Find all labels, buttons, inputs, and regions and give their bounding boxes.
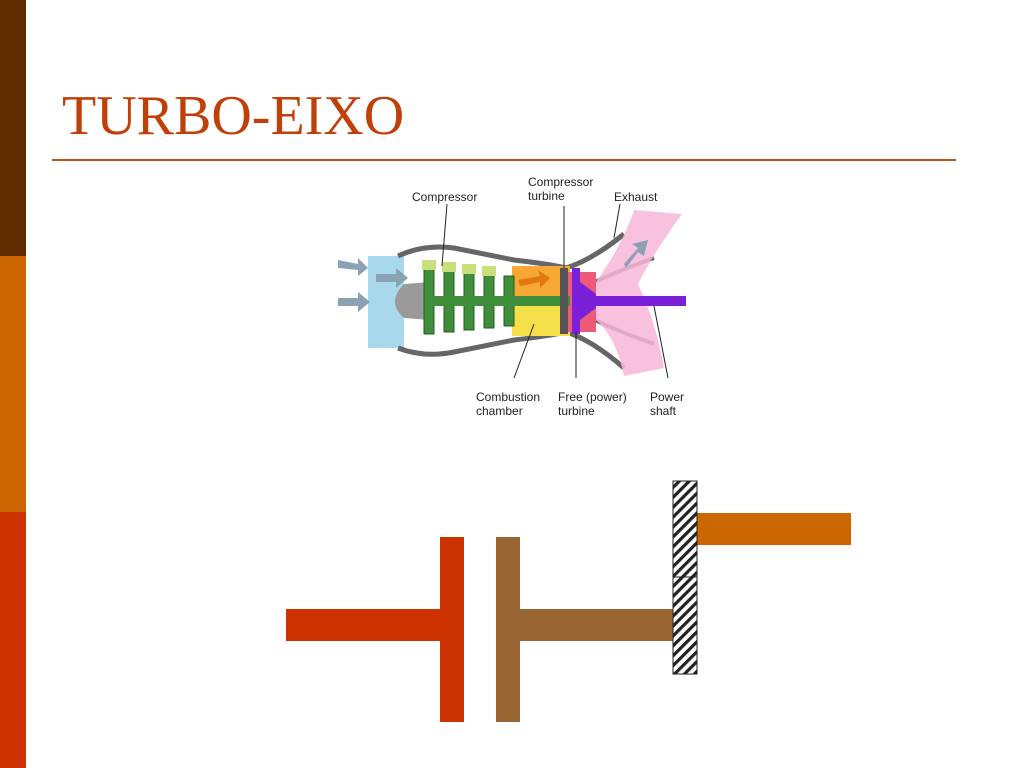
- hatched-bearing-upper: [672, 480, 698, 578]
- label-leader-lines: [441, 203, 669, 379]
- slide-title: TURBO-EIXO: [62, 85, 405, 147]
- engine-casing-top: [396, 232, 626, 271]
- compressor-blade-tips: [422, 260, 496, 276]
- label-free-turbine-2: turbine: [558, 404, 595, 418]
- turboshaft-engine-diagram: Compressor Compressor turbine Exhaust Co…: [334, 172, 698, 432]
- label-exhaust: Exhaust: [614, 190, 658, 204]
- sidebar-segment-top: [0, 0, 26, 256]
- power-shaft: [580, 296, 686, 306]
- turbine-disc-bar: [496, 537, 520, 722]
- label-combustion-2: chamber: [476, 404, 523, 418]
- airflow-arrows: [338, 240, 648, 312]
- compressor-shaft: [430, 296, 570, 306]
- label-combustion-1: Combustion: [476, 390, 540, 404]
- free-turbine-disc: [572, 268, 580, 334]
- combustion-flow-arrow: [518, 270, 550, 288]
- label-power-shaft-2: shaft: [650, 404, 677, 418]
- label-compressor: Compressor: [412, 190, 477, 204]
- free-turbine-output-shaft: [696, 513, 851, 545]
- label-compressor-turbine-2: turbine: [528, 189, 565, 203]
- label-compressor-turbine-1: Compressor: [528, 175, 593, 189]
- label-power-shaft-1: Power: [650, 390, 684, 404]
- exhaust-plume: [596, 210, 682, 376]
- sidebar-segment-bottom: [0, 512, 26, 768]
- title-underline: [52, 159, 956, 161]
- hatched-bearing-lower: [672, 576, 698, 675]
- turbine-shaft-bar: [518, 609, 674, 641]
- label-free-turbine-1: Free (power): [558, 390, 627, 404]
- compressor-shaft-bar: [286, 609, 442, 641]
- intake-spinner: [395, 282, 430, 320]
- sidebar-segment-middle: [0, 256, 26, 512]
- compressor-disc-bar: [440, 537, 464, 722]
- compressor-turbine-disc: [560, 268, 568, 334]
